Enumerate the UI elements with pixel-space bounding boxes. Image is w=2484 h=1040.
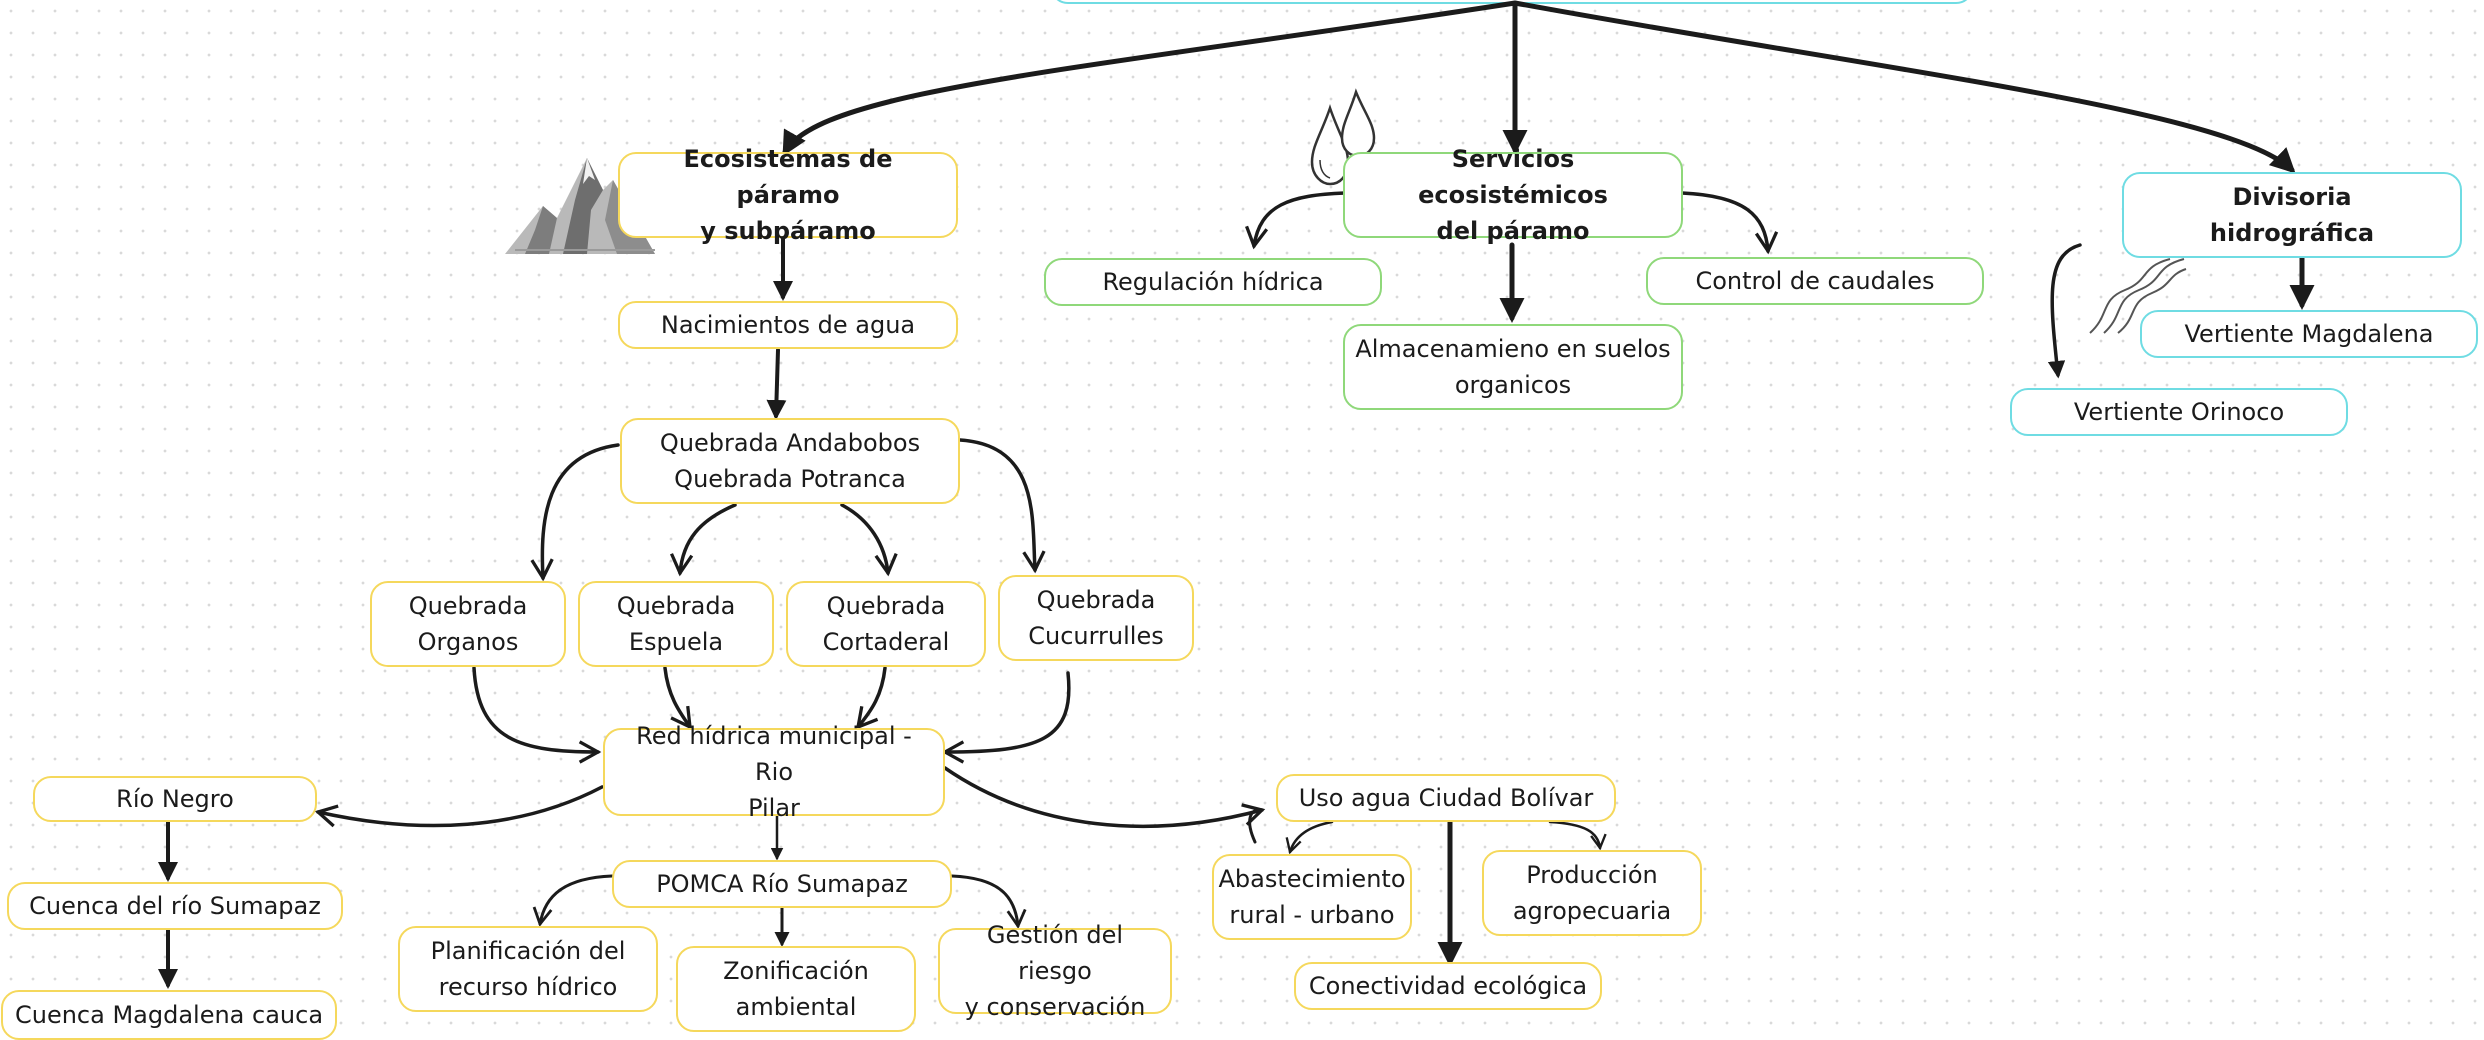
node-divisoria-hidrografica[interactable]: Divisoria hidrográfica (2122, 172, 2462, 258)
edge-andabobos-cucurrulles (958, 438, 1046, 574)
node-rio-negro[interactable]: Río Negro (33, 776, 317, 822)
edge-organos-red (472, 666, 602, 764)
edge-espuela-red (663, 666, 692, 730)
edge-uso-produccion (1548, 820, 1607, 851)
river-icon (2089, 258, 2187, 334)
node-planificacion-recurso-hidrico[interactable]: Planificación del recurso hídrico (398, 926, 658, 1012)
node-cuenca-rio-sumapaz[interactable]: Cuenca del río Sumapaz (7, 882, 343, 930)
node-conectividad-ecologica[interactable]: Conectividad ecológica (1294, 962, 1602, 1010)
edge-servicios-regulacion (1245, 191, 1347, 250)
node-zonificacion-ambiental[interactable]: Zonificación ambiental (676, 946, 916, 1032)
node-produccion-agropecuaria[interactable]: Producción agropecuaria (1482, 850, 1702, 936)
node-quebrada-andabobos-potranca[interactable]: Quebrada Andabobos Quebrada Potranca (620, 418, 960, 504)
node-servicios-ecosistemicos[interactable]: Servicios ecosistémicos del páramo (1343, 145, 1683, 245)
node-regulacion-hidrica[interactable]: Regulación hídrica (1044, 258, 1382, 306)
node-quebrada-cucurrulles[interactable]: Quebrada Cucurrulles (998, 575, 1194, 661)
node-red-hidrica-municipal[interactable]: Red hídrica municipal - Rio Pilar (603, 722, 945, 822)
node-quebrada-cortaderal[interactable]: Quebrada Cortaderal (786, 581, 986, 667)
edge-andabobos-espuela (670, 503, 737, 577)
node-gestion-riesgo-conservacion[interactable]: Gestión del riesgo y conservación (938, 921, 1172, 1021)
edge-root-paramo (782, 0, 1518, 157)
edge-cortaderal-red (855, 666, 887, 730)
node-nacimientos-agua[interactable]: Nacimientos de agua (618, 301, 958, 349)
node-ecosistemas-paramo[interactable]: Ecosistemas de páramo y subpáramo (618, 145, 958, 245)
node-quebrada-espuela[interactable]: Quebrada Espuela (578, 581, 774, 667)
node-vertiente-orinoco[interactable]: Vertiente Orinoco (2010, 388, 2348, 436)
node-almacenamiento-suelos[interactable]: Almacenamieno en suelos organicos (1343, 324, 1683, 410)
edge-andabobos-organos (530, 443, 620, 582)
edge-root-divisoria (1512, 0, 2296, 174)
edge-cucurrulles-red (941, 671, 1071, 764)
edge-red-uso (943, 766, 1266, 829)
edge-servicios-control (1680, 191, 1779, 255)
node-abastecimiento-rural-urbano[interactable]: Abastecimiento rural - urbano (1212, 854, 1412, 940)
edge-uso-leftstub (1248, 808, 1264, 844)
edge-red-rionegro (314, 785, 604, 828)
node-pomca-rio-sumapaz[interactable]: POMCA Río Sumapaz (612, 860, 952, 908)
node-control-caudales[interactable]: Control de caudales (1646, 257, 1984, 305)
node-vertiente-magdalena[interactable]: Vertiente Magdalena (2140, 310, 2478, 358)
edge-nacimientos-andabobos (766, 348, 787, 420)
edge-divisoria-orinoco (2047, 243, 2082, 379)
edge-pomca-gestion (950, 874, 1027, 929)
node-uso-agua-ciudad-bolivar[interactable]: Uso agua Ciudad Bolívar (1276, 774, 1616, 822)
edge-andabobos-cortaderal (840, 503, 898, 577)
node-quebrada-organos[interactable]: Quebrada Organos (370, 581, 566, 667)
edge-uso-abastecimiento (1285, 820, 1334, 855)
edge-pomca-planificacion (532, 874, 614, 927)
node-cuenca-magdalena-cauca[interactable]: Cuenca Magdalena cauca (1, 990, 337, 1040)
